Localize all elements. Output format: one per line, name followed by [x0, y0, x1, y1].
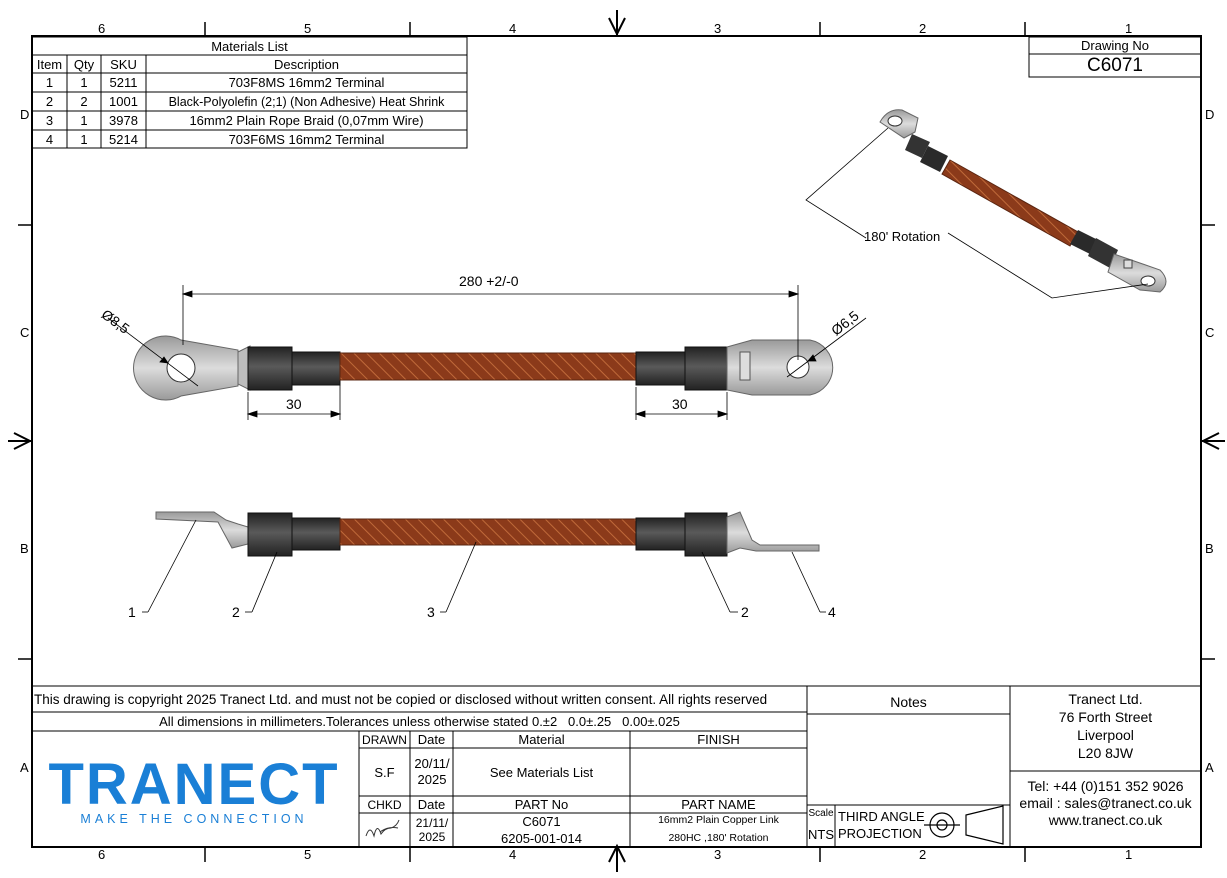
row3-qty: 1	[80, 113, 88, 128]
company-postcode: L20 8JW	[1077, 745, 1134, 761]
scale-value: NTS	[808, 826, 834, 842]
contact-web: www.tranect.co.uk	[1048, 812, 1163, 828]
row2-sku: 1001	[109, 94, 138, 109]
top-view-assembly	[133, 335, 834, 401]
projection-line-1: THIRD ANGLE	[838, 809, 925, 824]
drawing-no-value: C6071	[1087, 54, 1143, 76]
company-name: Tranect Ltd.	[1068, 691, 1143, 707]
zone-left-a: A	[20, 760, 29, 775]
zone-left-c: C	[20, 325, 30, 340]
dim-shrink-left: 30	[286, 396, 302, 412]
part-no-label: PART No	[514, 797, 569, 812]
row1-item: 1	[45, 75, 54, 90]
company-address: Tranect Ltd. 76 Forth Street Liverpool L…	[1010, 690, 1201, 762]
row3-description: 16mm2 Plain Rope Braid (0,07mm Wire)	[189, 113, 424, 128]
drawn-value: S.F	[374, 764, 395, 780]
zone-right-d: D	[1205, 107, 1215, 122]
row4-sku: 5214	[109, 131, 138, 147]
row1-sku: 5211	[109, 75, 138, 90]
projection-text: THIRD ANGLE PROJECTION	[838, 808, 925, 842]
drawn-label: DRAWN	[362, 732, 407, 747]
logo-wordmark: TRANECT	[48, 752, 340, 817]
zone-top-1: 1	[1125, 21, 1133, 36]
dim-shrink-right: 30	[672, 396, 688, 412]
part-no-1: C6071	[522, 814, 561, 829]
zone-top-3: 3	[714, 21, 722, 36]
balloon-4: 4	[828, 604, 836, 620]
balloon-3: 3	[427, 604, 435, 620]
row3-sku: 3978	[109, 113, 138, 128]
company-street: 76 Forth Street	[1058, 709, 1153, 725]
zone-top-6: 6	[98, 21, 106, 36]
tranect-logo: TRANECT MAKE THE CONNECTION	[38, 752, 350, 838]
row2-description: Black-Polyolefin (2;1) (Non Adhesive) He…	[168, 94, 445, 109]
zone-bottom-6: 6	[98, 847, 106, 862]
row1-qty: 1	[80, 75, 88, 90]
row2-item: 2	[45, 94, 54, 109]
finish-label: FINISH	[697, 732, 740, 747]
zone-bottom-3: 3	[714, 847, 722, 862]
side-view-assembly	[155, 511, 820, 557]
iso-view-assembly	[879, 109, 1167, 293]
col-header-sku: SKU	[110, 56, 137, 72]
zone-top-2: 2	[919, 21, 927, 36]
chkd-date: 21/11/2025	[415, 816, 449, 844]
zone-left-d: D	[20, 107, 30, 122]
zone-left-b: B	[20, 541, 29, 556]
row4-qty: 1	[80, 131, 88, 147]
col-header-item: Item	[36, 56, 63, 72]
row3-item: 3	[45, 113, 54, 128]
copyright-notice: This drawing is copyright 2025 Tranect L…	[34, 691, 768, 707]
third-angle-projection-symbol	[924, 805, 1004, 845]
zone-top-5: 5	[304, 21, 312, 36]
zone-right-a: A	[1205, 760, 1214, 775]
chkd-label: CHKD	[367, 797, 402, 812]
chkd-date-label: Date	[417, 797, 446, 812]
part-name-2: 280HC ,180' Rotation	[668, 832, 769, 844]
row1-description: 703F8MS 16mm2 Terminal	[228, 75, 385, 90]
material-value: See Materials List	[489, 764, 594, 780]
materials-list-title: Materials List	[211, 38, 288, 54]
dim-overall-length: 280 +2/-0	[459, 273, 519, 289]
zone-top-4: 4	[509, 21, 517, 36]
company-contact: Tel: +44 (0)151 352 9026 email : sales@t…	[1010, 778, 1201, 829]
company-city: Liverpool	[1077, 727, 1134, 743]
zone-bottom-4: 4	[509, 847, 517, 862]
row4-item: 4	[45, 131, 54, 147]
notes-label: Notes	[890, 694, 927, 710]
col-header-description: Description	[273, 56, 340, 72]
drawn-date: 20/11/2025	[414, 756, 450, 787]
part-name-1: 16mm2 Plain Copper Link	[658, 814, 779, 826]
drawn-date-label: Date	[417, 732, 446, 747]
projection-line-2: PROJECTION	[838, 826, 922, 841]
zone-bottom-5: 5	[304, 847, 312, 862]
col-header-qty: Qty	[73, 56, 95, 72]
contact-tel: Tel: +44 (0)151 352 9026	[1027, 778, 1184, 794]
zone-right-b: B	[1205, 541, 1214, 556]
zone-bottom-2: 2	[919, 847, 927, 862]
scale-label: Scale	[808, 807, 834, 819]
checker-signature	[365, 819, 400, 838]
row2-qty: 2	[80, 94, 88, 109]
part-name-label: PART NAME	[681, 797, 756, 812]
balloon-1: 1	[128, 604, 136, 620]
tolerances-note: All dimensions in millimeters.Tolerances…	[159, 714, 680, 729]
zone-right-c: C	[1205, 325, 1215, 340]
zone-bottom-1: 1	[1125, 847, 1133, 862]
material-label: Material	[518, 732, 565, 747]
row4-description: 703F6MS 16mm2 Terminal	[228, 131, 385, 147]
balloon-2-left: 2	[232, 604, 240, 620]
logo-tagline: MAKE THE CONNECTION	[80, 812, 308, 826]
drawing-no-label: Drawing No	[1081, 38, 1149, 53]
rotation-note: 180' Rotation	[864, 229, 941, 244]
contact-email: email : sales@tranect.co.uk	[1019, 795, 1192, 811]
balloon-2-right: 2	[741, 604, 749, 620]
part-no-2: 6205-001-014	[501, 831, 582, 846]
